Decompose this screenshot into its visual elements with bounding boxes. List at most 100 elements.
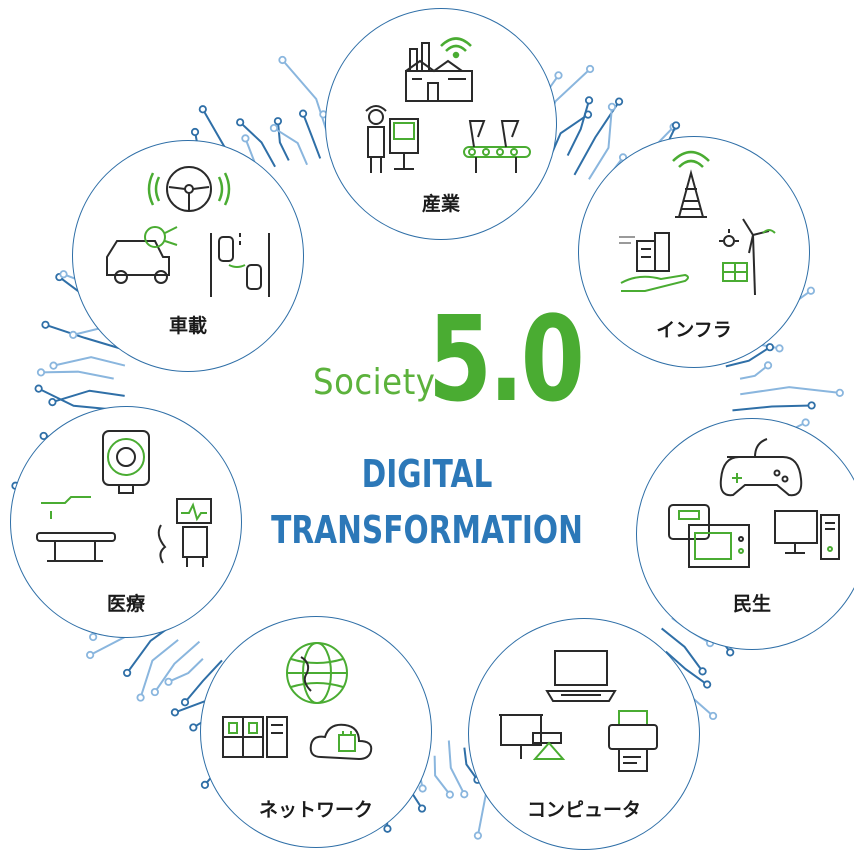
segment-label: 産業 — [421, 193, 460, 215]
server-rack-icon — [222, 716, 288, 758]
circuit-trace — [739, 364, 769, 380]
surgical-bed-icon — [36, 496, 116, 562]
circuit-node — [835, 388, 844, 397]
factory-icon — [405, 42, 473, 102]
segment-consumer: 民生 — [636, 418, 854, 650]
circuit-node — [614, 97, 624, 106]
circuit-trace — [433, 755, 451, 796]
circuit-node — [136, 693, 145, 702]
circuit-node — [801, 418, 810, 427]
globe-icon — [286, 642, 348, 704]
circuit-trace — [273, 127, 309, 166]
circuit-node — [807, 401, 816, 410]
laptop-icon — [545, 650, 617, 702]
smart-building-icon — [619, 232, 689, 292]
circuit-node — [41, 320, 50, 329]
robot-arm-icon — [463, 120, 531, 173]
circuit-node — [36, 368, 46, 377]
circuit-node — [198, 105, 207, 114]
circuit-node — [69, 330, 78, 339]
circuit-trace — [38, 387, 111, 411]
circuit-trace — [168, 658, 204, 683]
medical-monitor-icon — [157, 498, 212, 567]
segment-label: 民生 — [732, 593, 771, 615]
segment-label: 車載 — [168, 315, 207, 337]
worker-at-console-icon — [365, 105, 419, 173]
circuit-trace — [239, 121, 276, 168]
signal-waves — [672, 150, 710, 168]
microwave-icon — [688, 524, 750, 568]
circuit-node — [89, 632, 98, 642]
signal-tower-icon — [675, 169, 707, 218]
mri-scanner-icon — [102, 430, 150, 494]
circuit-trace — [40, 370, 114, 380]
circuit-trace — [184, 659, 223, 703]
circuit-node — [460, 790, 469, 799]
circuit-node — [607, 102, 617, 111]
segment-label: インフラ — [656, 319, 732, 341]
circuit-node — [170, 708, 180, 717]
circuit-node — [763, 361, 773, 370]
circuit-node — [273, 117, 283, 126]
circuit-node — [49, 361, 58, 370]
circuit-node — [765, 343, 775, 352]
projector-icon — [499, 714, 566, 760]
circuit-node — [473, 831, 483, 840]
desktop-pc-icon — [774, 510, 840, 560]
circuit-node — [200, 780, 210, 789]
circuit-trace — [53, 356, 126, 367]
circuit-node — [703, 680, 712, 689]
circuit-node — [236, 118, 245, 127]
segment-label: コンピュータ — [526, 799, 641, 821]
circuit-node — [190, 127, 200, 137]
circuit-node — [34, 384, 43, 393]
society-label: Society — [313, 362, 436, 403]
version-number: 5.0 — [428, 290, 585, 428]
circuit-node — [585, 64, 595, 74]
circuit-node — [298, 109, 308, 118]
circuit-node — [584, 96, 594, 105]
circuit-trace — [154, 640, 201, 693]
transformation-label: TRANSFORMATION — [271, 508, 583, 552]
circuit-trace — [732, 404, 812, 412]
circuit-node — [554, 71, 563, 80]
printer-icon — [608, 710, 658, 772]
segment-medical: 医療 — [10, 406, 242, 638]
road-sensor-icon — [210, 233, 270, 297]
segment-industry: 産業 — [325, 8, 557, 240]
circuit-node — [180, 698, 190, 707]
segment-infrastructure: インフラ — [578, 136, 810, 368]
circuit-node — [123, 668, 132, 678]
circuit-node — [189, 723, 198, 732]
circuit-node — [418, 784, 427, 793]
circuit-node — [417, 804, 427, 813]
circuit-node — [241, 134, 250, 143]
circuit-trace — [463, 747, 479, 781]
circuit-trace — [588, 106, 613, 180]
solar-wind-icon — [719, 218, 776, 296]
segment-label: 医療 — [106, 593, 145, 615]
circuit-node — [445, 790, 454, 799]
digital-label: DIGITAL — [361, 452, 493, 496]
circuit-trace — [276, 121, 290, 161]
circuit-trace — [740, 386, 840, 396]
circuit-trace — [281, 59, 332, 145]
circuit-node — [269, 123, 279, 133]
cloud-chip-icon — [309, 723, 373, 761]
circuit-trace — [302, 113, 322, 159]
circuit-trace — [45, 323, 124, 351]
segment-label: ネットワーク — [258, 799, 373, 821]
steering-wheel-icon — [147, 166, 231, 212]
circuit-trace — [661, 627, 704, 672]
game-controller-icon — [719, 438, 803, 497]
circuit-trace — [139, 639, 179, 698]
circuit-trace — [447, 740, 466, 795]
segment-network: ネットワーク — [200, 616, 432, 848]
circuit-node — [726, 648, 735, 657]
circuit-trace — [52, 389, 125, 404]
circuit-node — [164, 677, 173, 686]
circuit-node — [383, 824, 392, 833]
circuit-node — [806, 286, 816, 295]
circuit-node — [708, 711, 718, 721]
circuit-node — [775, 344, 784, 353]
